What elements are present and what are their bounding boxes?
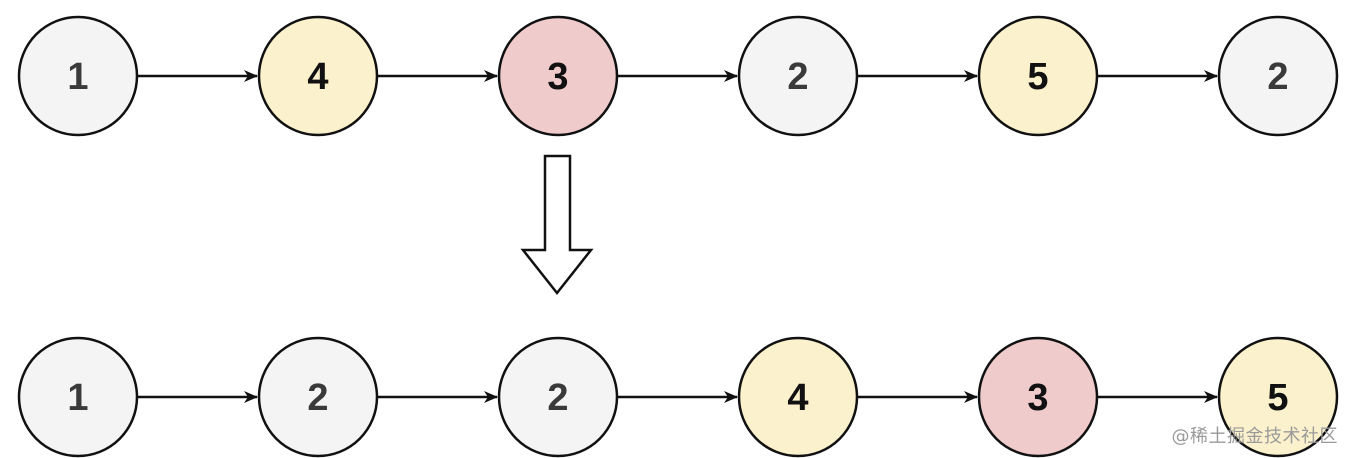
- list-node-circle: [17, 15, 139, 137]
- list-node-circle: [497, 336, 619, 458]
- list-node-value: 3: [1027, 377, 1048, 419]
- list-node-value: 2: [787, 56, 808, 98]
- list-node-circle: [1217, 15, 1339, 137]
- list-node-value: 4: [307, 56, 328, 98]
- rearranged-list: 1 2 2 4 3 5: [17, 336, 1339, 458]
- list-node-value: 2: [547, 377, 568, 419]
- list-node-circle: [737, 15, 859, 137]
- list-node-circle: [977, 15, 1099, 137]
- list-node-value: 4: [787, 377, 808, 419]
- list-node-circle: [497, 15, 619, 137]
- list-node-circle: [1217, 336, 1339, 458]
- list-node-circle: [257, 336, 379, 458]
- transform-down-arrow: [520, 154, 594, 296]
- list-node-circle: [977, 336, 1099, 458]
- original-list: 1 4 3 2 5 2: [17, 15, 1339, 137]
- list-node-circle: [257, 15, 379, 137]
- list-node-value: 2: [307, 377, 328, 419]
- list-node-value: 1: [67, 56, 88, 98]
- list-node-value: 5: [1027, 56, 1048, 98]
- list-node-circle: [17, 336, 139, 458]
- list-node-value: 2: [1267, 56, 1288, 98]
- list-node-value: 1: [67, 377, 88, 419]
- list-node-value: 5: [1267, 377, 1288, 419]
- watermark: @稀土掘金技术社区: [1171, 426, 1338, 447]
- list-node-circle: [737, 336, 859, 458]
- list-node-value: 3: [547, 56, 568, 98]
